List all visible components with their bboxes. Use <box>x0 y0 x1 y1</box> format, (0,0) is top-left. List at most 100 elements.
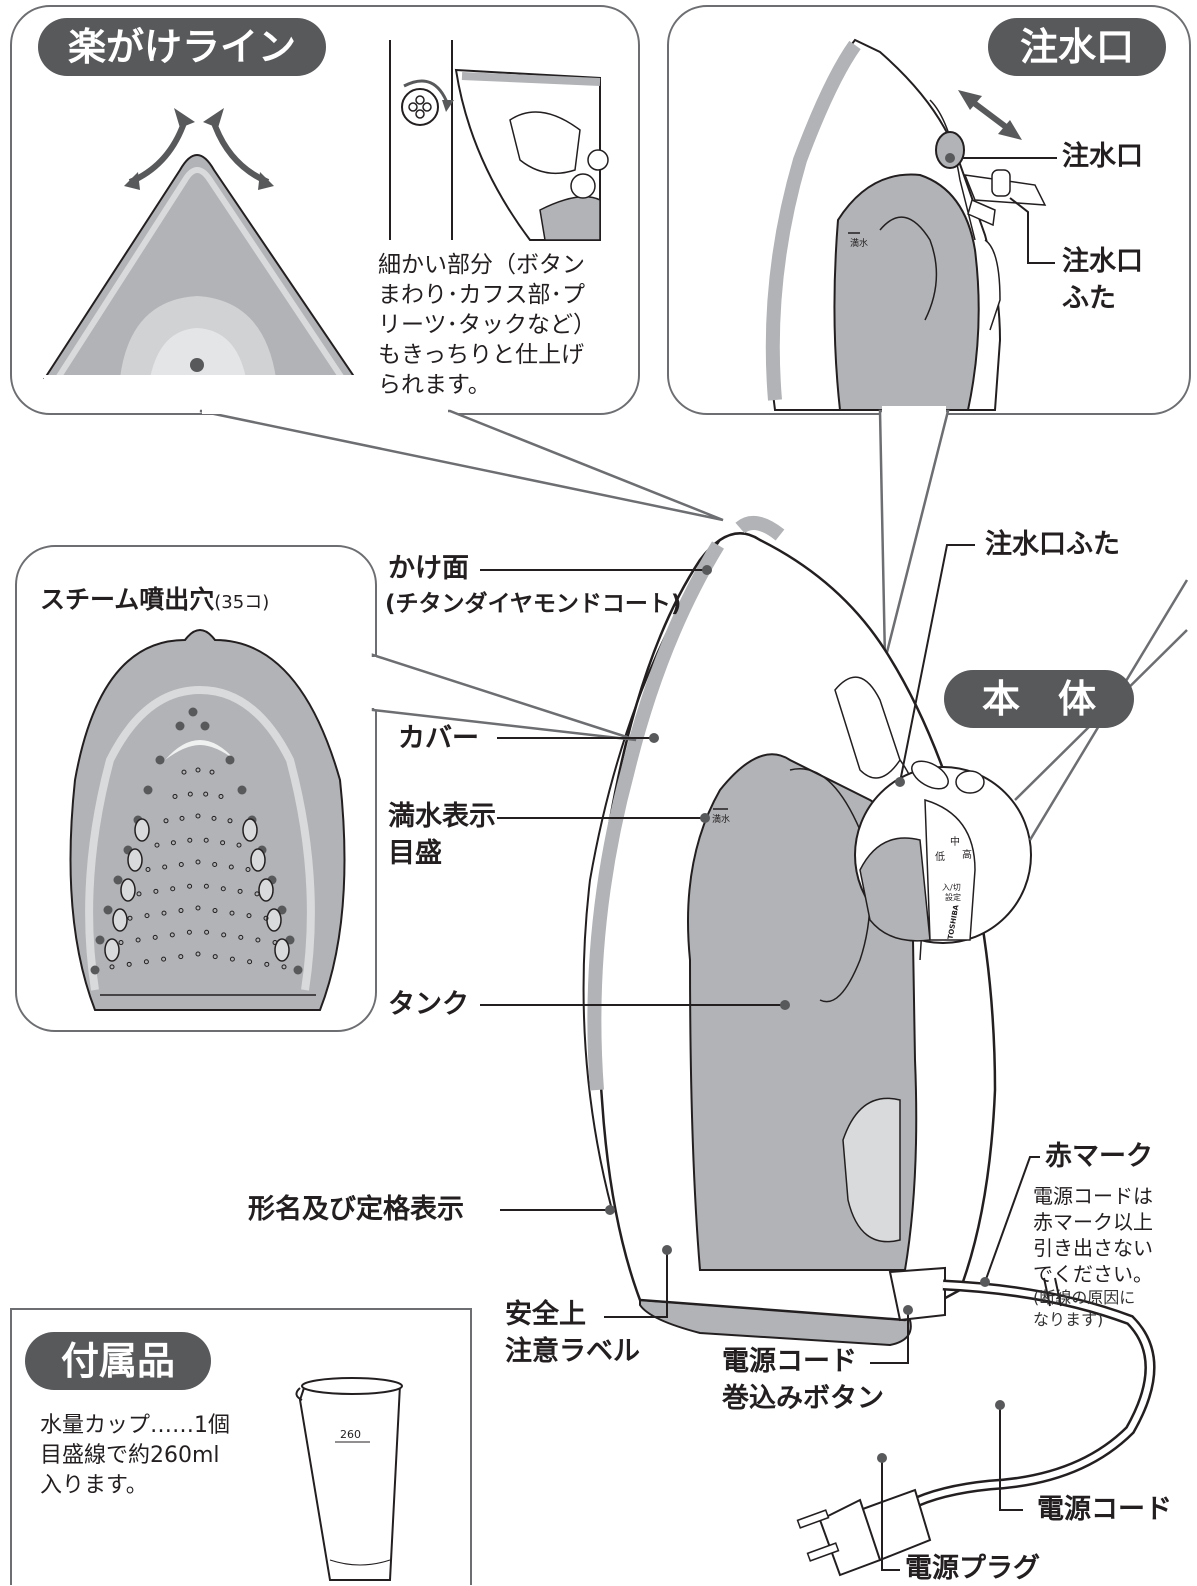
steam-micro-hole <box>178 954 184 960</box>
steam-slot <box>258 878 274 902</box>
rakugake-desc-4: もきっちりと仕上げ <box>378 342 585 368</box>
label-inlet: 注水口 <box>1062 141 1143 172</box>
red-mark-note: 電源コードは 赤マーク以上 引き出さない でください。 (断線の原因に なります… <box>1033 1183 1153 1331</box>
steam-micro-hole <box>186 929 192 935</box>
chusuiguchi-drawing: 満水 <box>765 38 1057 411</box>
steam-hole <box>188 707 198 717</box>
steam-slot <box>120 878 136 902</box>
dial-set-2: 設定 <box>945 892 961 902</box>
red-mark-note-2: 赤マーク以上 <box>1033 1210 1153 1234</box>
steam-micro-hole <box>221 932 227 938</box>
steam-micro-hole <box>246 913 252 919</box>
steam-micro-hole <box>152 934 158 940</box>
steam-hole <box>90 965 100 975</box>
accessory-title: 付属品 <box>25 1332 211 1390</box>
steam-slot <box>242 818 258 842</box>
steam-micro-hole <box>195 905 201 911</box>
steam-micro-hole <box>204 929 210 935</box>
steam-soleplate-drawing <box>69 629 346 1011</box>
label-soleplate-1: かけ面 <box>388 553 469 584</box>
steam-hole <box>143 785 153 795</box>
steam-micro-hole <box>178 908 184 914</box>
steam-micro-hole <box>187 837 193 843</box>
steam-micro-hole <box>209 769 215 775</box>
steam-micro-hole <box>218 793 224 799</box>
label-fullwater-2: 目盛 <box>388 838 442 869</box>
steam-slot <box>104 938 120 962</box>
label-inlet-lid-1: 注水口 <box>1062 246 1143 277</box>
steam-micro-hole <box>187 883 193 889</box>
steam-micro-hole <box>179 815 185 821</box>
steam-title-text: スチーム噴出穴 <box>40 585 215 614</box>
steam-hole <box>237 785 247 795</box>
steam-hole <box>155 755 165 765</box>
steam-micro-hole <box>203 883 209 889</box>
steam-micro-hole <box>229 956 235 962</box>
steam-micro-hole <box>272 940 278 946</box>
label-cover: カバー <box>398 723 479 754</box>
steam-micro-hole <box>144 913 150 919</box>
label-plug: 電源プラグ <box>905 1553 1040 1584</box>
steam-micro-hole <box>247 959 253 965</box>
rakugake-desc-5: られます。 <box>378 372 491 398</box>
steam-micro-hole <box>170 886 176 892</box>
steam-micro-hole <box>236 842 242 848</box>
steam-micro-hole <box>135 937 141 943</box>
steam-micro-hole <box>263 915 269 921</box>
steam-micro-hole <box>195 859 201 865</box>
steam-hole <box>113 875 123 885</box>
steam-micro-hole <box>245 867 251 872</box>
red-mark-note-3: 引き出さない <box>1033 1236 1153 1260</box>
rakugake-title: 楽がけライン <box>38 18 326 76</box>
steam-micro-hole <box>169 932 175 938</box>
steam-micro-hole <box>211 815 217 821</box>
steam-micro-hole <box>127 915 133 921</box>
rakugake-tip-drawing <box>43 108 358 383</box>
steam-hole <box>200 721 210 731</box>
steam-hole <box>95 935 105 945</box>
main-iron-drawing: 満水 <box>582 515 1156 1577</box>
tank-full-mark: 満水 <box>712 813 730 825</box>
steam-micro-hole <box>172 793 178 799</box>
steam-micro-hole <box>212 862 218 867</box>
steam-micro-hole <box>187 791 193 797</box>
steam-micro-hole <box>178 862 184 867</box>
steam-micro-hole <box>237 888 243 894</box>
label-cord: 電源コード <box>1037 1494 1172 1525</box>
red-mark-note-1: 電源コードは <box>1033 1184 1153 1208</box>
label-rewind-2: 巻込みボタン <box>722 1383 884 1414</box>
steam-slot <box>112 908 128 932</box>
rakugake-button-drawing <box>389 40 609 241</box>
steam-micro-hole <box>228 864 234 870</box>
steam-micro-hole <box>255 937 261 943</box>
steam-micro-hole <box>126 961 132 967</box>
label-lid: 注水口ふた <box>985 529 1120 560</box>
cap-full-mark: 満水 <box>850 237 868 249</box>
steam-micro-hole <box>163 818 169 824</box>
steam-micro-hole <box>109 964 115 970</box>
label-fullwater-1: 満水表示 <box>388 801 496 832</box>
steam-micro-hole <box>170 840 176 846</box>
steam-micro-hole <box>181 769 187 775</box>
body-title: 本 体 <box>944 670 1134 728</box>
steam-micro-hole <box>203 837 209 843</box>
steam-hole <box>225 755 235 765</box>
accessory-line-2: 目盛線で約260ml <box>40 1443 220 1468</box>
steam-micro-hole <box>264 961 270 967</box>
steam-micro-hole <box>212 908 218 914</box>
steam-micro-hole <box>195 951 201 957</box>
label-rating: 形名及び定格表示 <box>248 1194 464 1225</box>
chusuiguchi-title: 注水口 <box>988 18 1166 76</box>
steam-micro-hole <box>118 940 124 946</box>
dial-set-1: 入/切 <box>942 883 961 892</box>
steam-micro-hole <box>203 791 209 797</box>
label-inlet-lid-2: ふた <box>1062 283 1116 314</box>
steam-slot <box>250 848 266 872</box>
steam-slot <box>134 818 150 842</box>
steam-slot <box>127 848 143 872</box>
label-safety-1: 安全上 <box>505 1299 586 1330</box>
steam-micro-hole <box>254 891 260 897</box>
leader-lines <box>480 544 1040 1571</box>
label-red-mark: 赤マーク <box>1045 1141 1153 1172</box>
